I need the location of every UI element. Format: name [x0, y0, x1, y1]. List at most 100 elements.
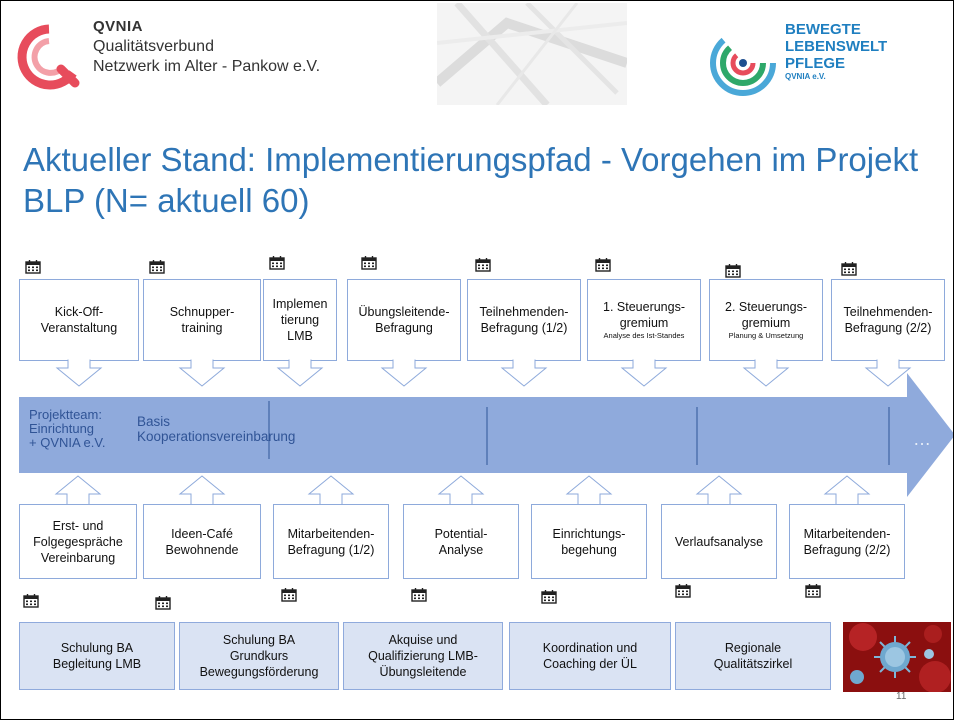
calendar-icon: [725, 264, 741, 278]
line-text: Bewohnende: [165, 542, 239, 557]
line-text: 2. Steuerungs-: [725, 300, 807, 314]
line-text: Übungsleitende-: [358, 305, 450, 319]
callout-arrow: [695, 475, 743, 506]
line-text: Veranstaltung: [40, 321, 118, 335]
line-text: gremium: [741, 316, 791, 330]
callout-arrow: [178, 475, 226, 506]
callout-arrow: [620, 359, 668, 387]
calendar-icon: [281, 588, 297, 602]
line-text: Regionale: [724, 641, 782, 655]
blp-subline: QVNIA e.V.: [785, 72, 826, 81]
org-line: Netzwerk im Alter - Pankow e.V.: [93, 58, 321, 75]
top-step-box: Teilnehmenden-Befragung (1/2): [467, 279, 581, 387]
line-text: Teilnehmenden-: [843, 305, 933, 319]
top-step-box: Schnupper-training: [143, 279, 261, 387]
callout-arrow: [437, 475, 485, 506]
blp-line: BEWEGTE: [785, 21, 861, 38]
line-text: Kick-Off-: [54, 305, 104, 319]
bottom-step-box: Mitarbeitenden-Befragung (1/2): [273, 475, 389, 579]
line-text: Einrichtungs-: [552, 526, 626, 541]
line-text: Implemen: [272, 297, 328, 311]
line-text: Bewegungsförderung: [199, 665, 319, 679]
line-text: Kooperationsvereinbarung: [137, 429, 296, 444]
line-text: Grundkurs: [229, 649, 289, 663]
line-text: Qualifizierung LMB-: [368, 649, 478, 663]
line-text: + QVNIA e.V.: [29, 435, 106, 450]
timeline-ellipsis: …: [913, 429, 931, 449]
line-text: Verlaufsanalyse: [674, 534, 764, 549]
top-step-box: Kick-Off- Veranstaltung: [19, 279, 139, 387]
blp-line: LEBENSWELT: [785, 38, 888, 55]
line-text: Mitarbeitenden-: [287, 526, 375, 541]
top-step-box: Teilnehmenden-Befragung (2/2): [831, 279, 945, 387]
calendar-icon: [269, 256, 285, 270]
calendar-icon: [475, 258, 491, 272]
line-text: Koordination und: [542, 641, 638, 655]
line-text: tierung: [280, 313, 320, 327]
timeline-segment-team: Projektteam:Einrichtung+ QVNIA e.V.: [29, 408, 105, 450]
callout-arrow: [178, 359, 226, 387]
top-step-body: Schnupper-training: [143, 279, 261, 361]
calendar-icon: [541, 590, 557, 604]
calendar-icon: [411, 588, 427, 602]
timeline-arrow: [19, 373, 953, 497]
bottom-step-body: Verlaufsanalyse: [661, 504, 777, 579]
training-box: Schulung BA Begleitung LMB: [19, 622, 175, 690]
virus-image-icon: [843, 622, 951, 692]
callout-arrow: [55, 359, 103, 387]
calendar-icon: [149, 260, 165, 274]
line-text: Schulung BA: [60, 641, 134, 655]
calendar-icon: [595, 258, 611, 272]
callout-arrow: [565, 475, 613, 506]
callout-arrow: [864, 359, 912, 387]
callout-arrow: [380, 359, 428, 387]
line-text: begehung: [561, 542, 617, 557]
line-text: LMB: [287, 329, 313, 343]
bottom-step-body: Mitarbeitenden-Befragung (1/2): [273, 504, 389, 579]
callout-arrow: [742, 359, 790, 387]
callout-arrow: [307, 475, 355, 506]
line-text: Ideen-Café: [171, 526, 233, 541]
callout-arrow: [276, 359, 324, 387]
line-text: Erst- und: [52, 518, 104, 533]
line-text: Analyse: [438, 542, 484, 557]
line-text: Akquise und: [388, 633, 458, 647]
top-step-body: Teilnehmenden-Befragung (2/2): [831, 279, 945, 361]
line-text: Begleitung LMB: [52, 657, 142, 671]
line-text: Potential-: [434, 526, 488, 541]
bottom-step-body: Mitarbeitenden-Befragung (2/2): [789, 504, 905, 579]
line-text: Qualitätszirkel: [713, 657, 793, 671]
top-step-box: Übungsleitende-Befragung: [347, 279, 461, 387]
calendar-icon: [805, 584, 821, 598]
bottom-step-body: Einrichtungs-begehung: [531, 504, 647, 579]
calendar-icon: [155, 596, 171, 610]
bottom-step-box: Mitarbeitenden-Befragung (2/2): [789, 475, 905, 579]
line-text: Teilnehmenden-: [479, 305, 569, 319]
line-text: Vereinbarung: [40, 550, 116, 565]
bottom-step-box: Einrichtungs-begehung: [531, 475, 647, 579]
callout-arrow: [500, 359, 548, 387]
line-text: Coaching der ÜL: [543, 657, 637, 671]
blp-name: BEWEGTE LEBENSWELT PFLEGE QVNIA e.V.: [785, 21, 887, 82]
bottom-step-body: Potential-Analyse: [403, 504, 519, 579]
line-text: Mitarbeitenden-: [803, 526, 891, 541]
calendar-icon: [361, 256, 377, 270]
line-text: Schulung BA: [222, 633, 296, 647]
